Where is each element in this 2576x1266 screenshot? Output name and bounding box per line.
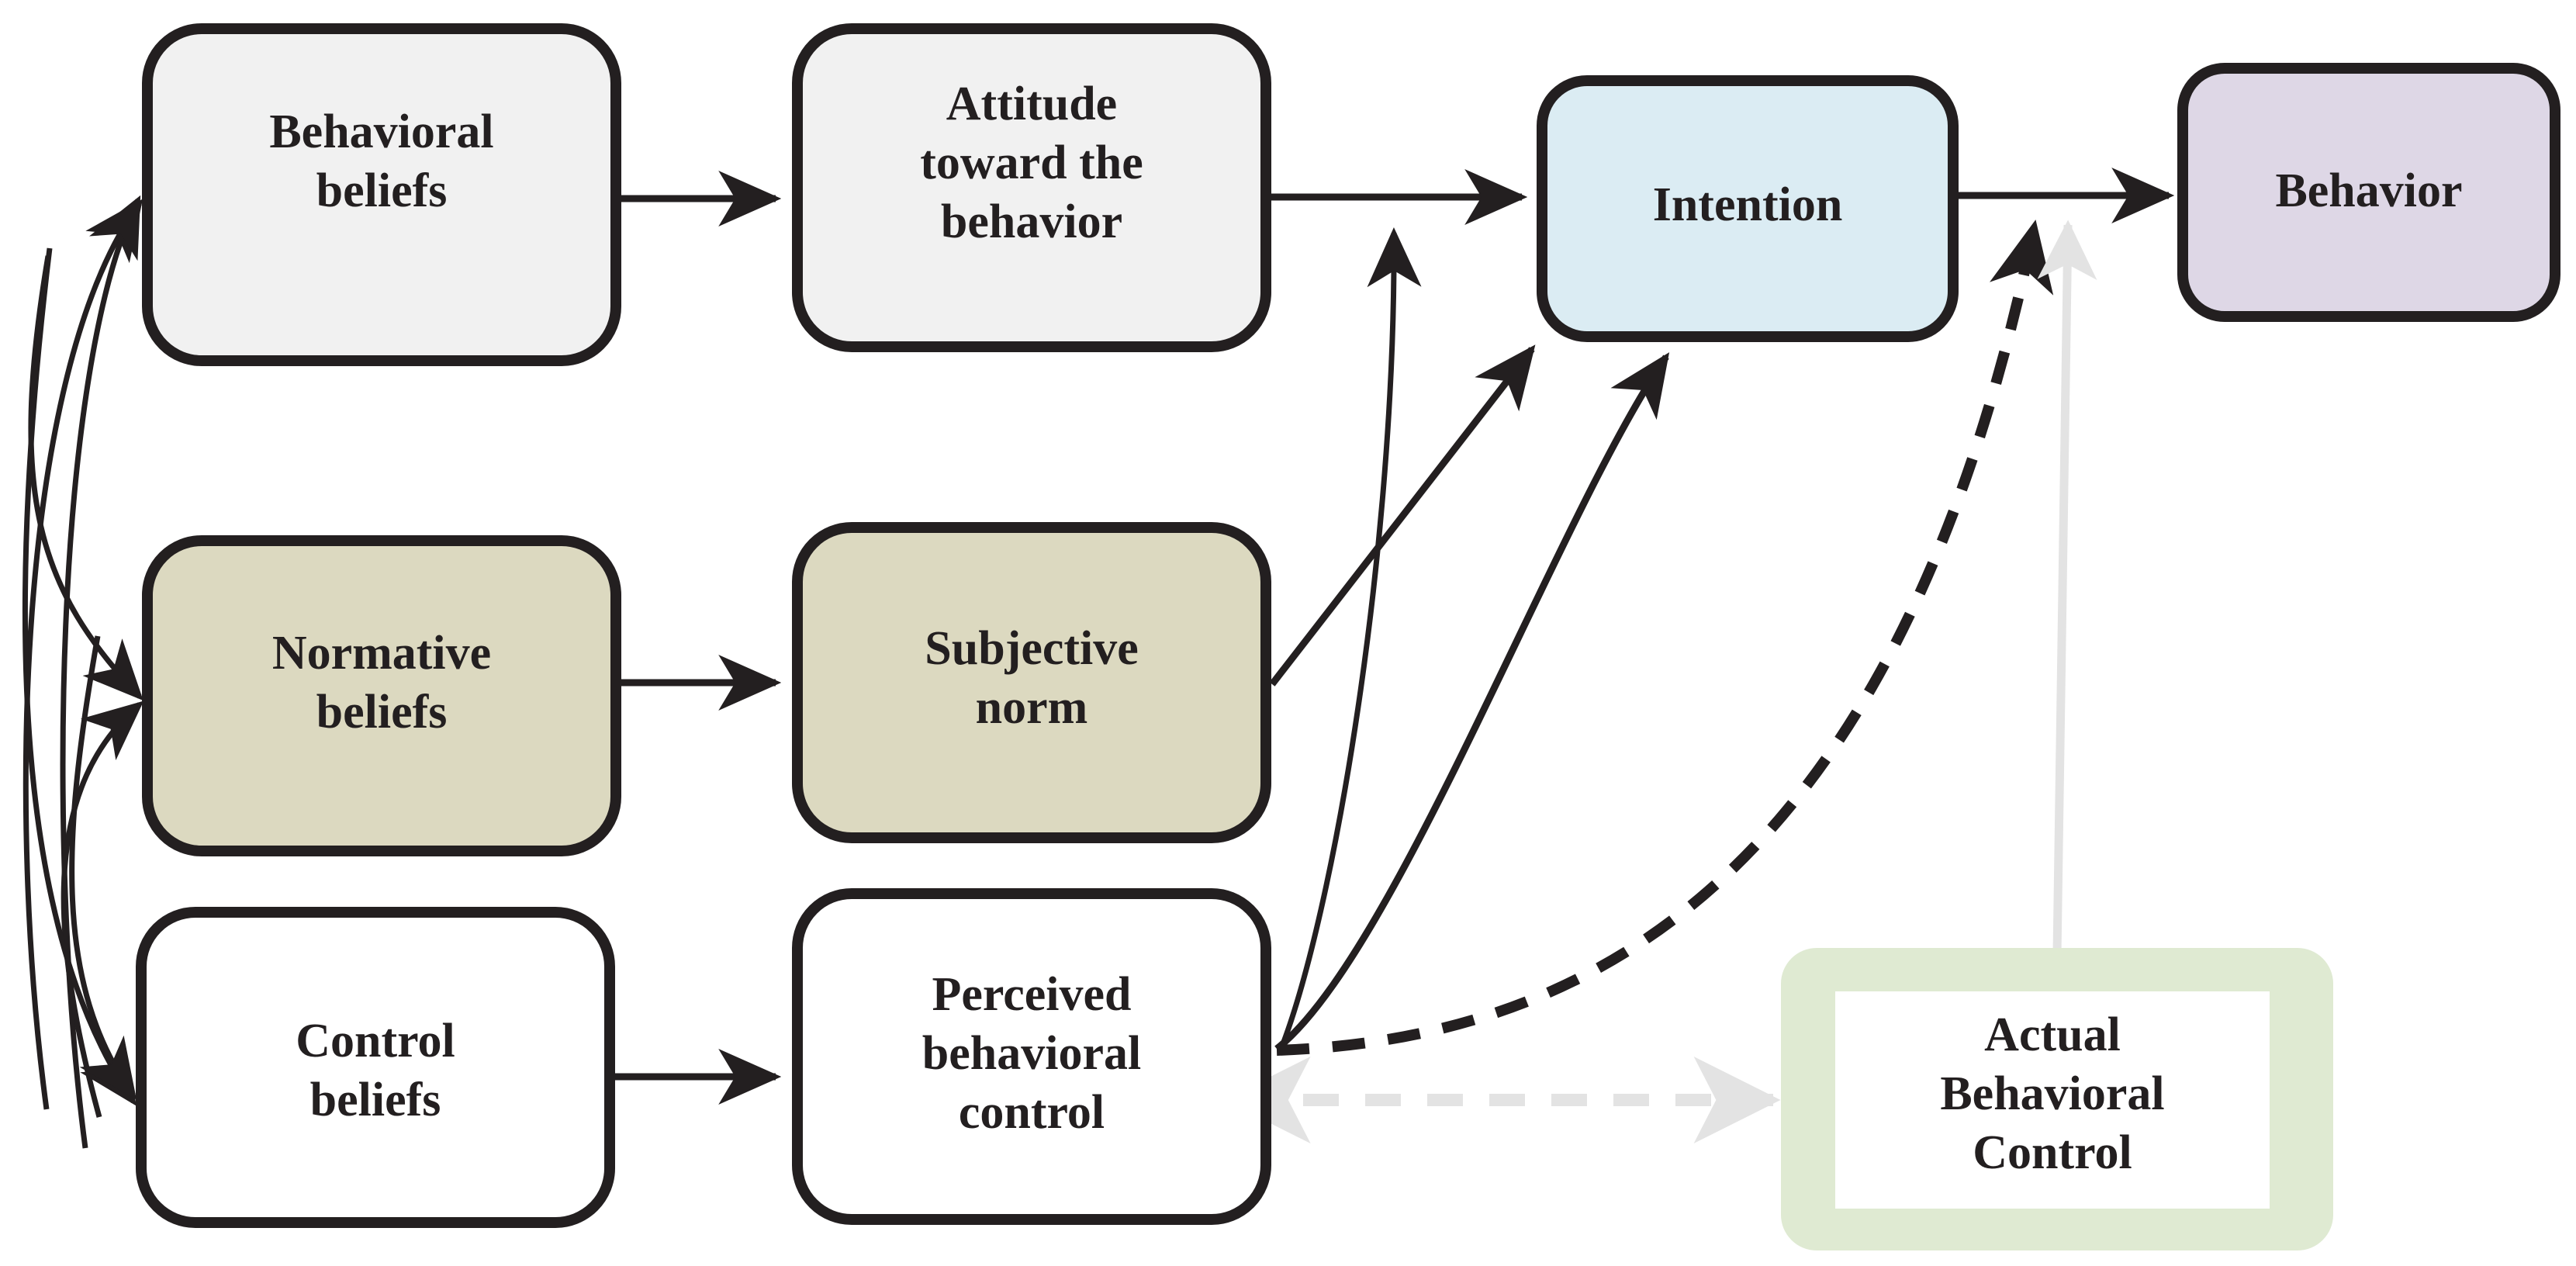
node-behavioral-beliefs-line-2: beliefs bbox=[316, 164, 448, 217]
node-intention-label: Intention bbox=[1653, 178, 1843, 231]
node-perceived-behavioral-control-line-2: behavioral bbox=[922, 1027, 1141, 1080]
edge-actual-behavioral-control-to-behavior bbox=[2037, 220, 2097, 955]
edge-feedback-to-normative-beliefs bbox=[28, 255, 143, 701]
node-perceived-behavioral-control-line-1: Perceived bbox=[932, 968, 1131, 1021]
edge-feedback-curves-group bbox=[22, 195, 144, 1149]
node-subjective-norm-line-1: Subjective bbox=[925, 622, 1139, 675]
edge-perceived-behavioral-control-to-intention bbox=[1274, 352, 1670, 1052]
edge-feedback-to-control-beliefs bbox=[22, 247, 137, 1106]
edge-subjective-norm-to-intention bbox=[1269, 344, 1536, 687]
node-subjective-norm[interactable]: Subjective norm bbox=[792, 522, 1271, 843]
node-behavior-label: Behavior bbox=[2275, 164, 2462, 217]
node-normative-beliefs[interactable]: Normative beliefs bbox=[142, 535, 621, 856]
node-actual-behavioral-control[interactable]: Actual Behavioral Control bbox=[1781, 948, 2333, 1250]
node-actual-behavioral-control-line-3: Control bbox=[1973, 1126, 2132, 1179]
node-perceived-behavioral-control-line-3: control bbox=[959, 1086, 1105, 1139]
node-attitude-line-1: Attitude bbox=[946, 78, 1117, 130]
edge-perceived-behavioral-control-to-attitude-intention-path bbox=[1277, 227, 1422, 1053]
node-normative-beliefs-line-2: beliefs bbox=[316, 686, 448, 738]
node-attitude-line-2: toward the bbox=[920, 137, 1143, 189]
node-control-beliefs-line-1: Control bbox=[296, 1015, 455, 1067]
node-actual-behavioral-control-line-2: Behavioral bbox=[1940, 1067, 2164, 1120]
edge-perceived-behavioral-control-to-behavior bbox=[1276, 220, 2054, 1056]
node-behavior[interactable]: Behavior bbox=[2177, 63, 2560, 322]
node-control-beliefs[interactable]: Control beliefs bbox=[136, 907, 615, 1228]
node-attitude-toward-the-behavior[interactable]: Attitude toward the behavior bbox=[792, 23, 1271, 352]
node-subjective-norm-line-2: norm bbox=[976, 681, 1088, 734]
node-actual-behavioral-control-line-1: Actual bbox=[1984, 1008, 2121, 1061]
node-behavioral-beliefs-line-1: Behavioral bbox=[269, 106, 493, 158]
node-behavioral-beliefs[interactable]: Behavioral beliefs bbox=[142, 23, 621, 366]
node-normative-beliefs-line-1: Normative bbox=[272, 627, 491, 680]
node-control-beliefs-line-2: beliefs bbox=[310, 1074, 441, 1126]
actual-behavioral-control-inner-panel bbox=[1835, 991, 2270, 1209]
edge-feedback-to-behavioral-beliefs bbox=[22, 199, 143, 1110]
node-perceived-behavioral-control[interactable]: Perceived behavioral control bbox=[792, 888, 1271, 1225]
edge-feedback-to-control-beliefs-b bbox=[69, 635, 137, 1100]
node-attitude-line-3: behavior bbox=[941, 195, 1122, 248]
node-intention[interactable]: Intention bbox=[1537, 75, 1959, 342]
edge-feedback-to-behavioral-beliefs-b bbox=[60, 195, 141, 1149]
